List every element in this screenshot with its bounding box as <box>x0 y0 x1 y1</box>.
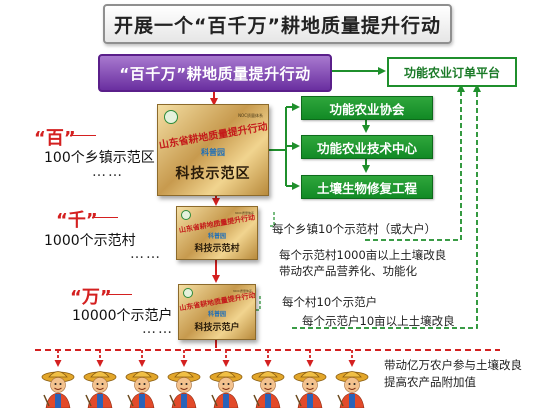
farmer-icon <box>334 368 370 409</box>
desc-villages-per-town: 每个乡镇10个示范村（或大户） <box>272 222 437 236</box>
plaque-demo-household: NOC质量体系 山东省耕地质量提升行动 科普园 科技示范户 <box>178 284 256 340</box>
plaque-seal-icon <box>183 288 193 298</box>
plaque-logo: 科普园 <box>207 233 226 240</box>
farmer-icon <box>208 368 244 409</box>
farmer-icon <box>40 368 76 409</box>
level-1-label: 100个乡镇示范区 <box>44 150 155 166</box>
plaque-logo: 科普园 <box>201 148 225 157</box>
desc-added-value: 提高农产品附加值 <box>384 375 476 389</box>
plaque-logo: 科普园 <box>207 311 226 318</box>
green-box-tech-center: 功能农业技术中心 <box>301 135 433 159</box>
level-3-char: “万” <box>70 287 112 308</box>
green-box-association: 功能农业协会 <box>301 96 433 120</box>
desc-farmer-participation: 带动亿万农户参与土壤改良 <box>384 358 522 372</box>
plaque-main-text: 科技示范村 <box>194 244 240 254</box>
farmer-icon <box>124 368 160 409</box>
level-2-line <box>92 217 118 218</box>
dashed-feedback-inner <box>365 84 465 241</box>
farmer-icon <box>292 368 328 409</box>
plaque-main-text: 科技示范区 <box>175 166 251 182</box>
plaque-seal-icon <box>181 210 191 220</box>
dashed-feedback-outer <box>292 84 481 329</box>
level3-brace <box>254 296 261 311</box>
level-3-label: 10000个示范户 <box>72 308 173 324</box>
level-3-dots: …… <box>142 321 174 337</box>
desc-households-per-village: 每个村10个示范户 <box>282 295 378 309</box>
level-1-char: “百” <box>34 128 76 149</box>
program-banner: “百千万”耕地质量提升行动 <box>98 54 332 92</box>
level-1-line <box>70 135 96 136</box>
level-2-label: 1000个示范村 <box>44 233 136 249</box>
plaque-quality-mark: NOC质量体系 <box>238 113 263 118</box>
green-box-soil-engineering: 土壤生物修复工程 <box>301 175 433 199</box>
plaque-seal-icon <box>164 110 178 124</box>
level-2-dots: …… <box>130 246 162 262</box>
level-3-line <box>106 294 132 295</box>
desc-village-acreage: 每个示范村1000亩以上土壤改良 <box>279 248 447 262</box>
farmer-icon <box>166 368 202 409</box>
desc-household-acreage: 每个示范户10亩以上土壤改良 <box>302 314 455 328</box>
plaque-demo-village: NOC质量体系 山东省耕地质量提升行动 科普园 科技示范村 <box>176 206 258 260</box>
farmer-icon <box>250 368 286 409</box>
level2-brace <box>268 212 275 227</box>
farmer-icon <box>82 368 118 409</box>
level-2-char: “千” <box>56 210 98 231</box>
distribution-drops <box>54 350 356 367</box>
level-1-dots: …… <box>92 164 124 180</box>
plaque-main-text: 科技示范户 <box>194 323 240 333</box>
diagram-title: 开展一个“百千万”耕地质量提升行动 <box>103 4 452 44</box>
order-platform-box: 功能农业订单平台 <box>387 57 517 87</box>
plaque-demo-zone: NOC质量体系 山东省耕地质量提升行动 科普园 科技示范区 <box>157 104 269 196</box>
plaque-quality-mark: NOC质量体系 <box>233 289 252 293</box>
plaque-quality-mark: NOC质量体系 <box>235 211 254 215</box>
desc-nutrition-function: 带动农产品营养化、功能化 <box>279 264 417 278</box>
